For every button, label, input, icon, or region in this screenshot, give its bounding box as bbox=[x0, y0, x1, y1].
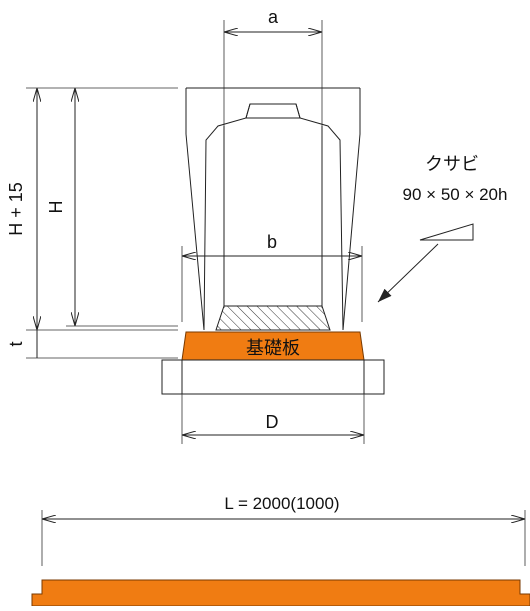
dimension-a: a bbox=[223, 7, 323, 308]
base-plate: 基礎板 bbox=[181, 331, 365, 361]
precast-block bbox=[185, 87, 361, 331]
wedge-size: 90 × 50 × 20h bbox=[403, 185, 508, 204]
label-base-plate: 基礎板 bbox=[246, 338, 300, 358]
wedge-icon bbox=[419, 223, 474, 241]
dimension-d: D bbox=[181, 394, 365, 444]
hatched-fill bbox=[215, 305, 331, 331]
wedge-callout: クサビ 90 × 50 × 20h bbox=[377, 154, 508, 303]
label-t: t bbox=[6, 341, 26, 346]
label-h: H bbox=[46, 201, 66, 214]
dimension-h15: H + 15 bbox=[6, 87, 178, 330]
dimension-t: t bbox=[6, 329, 178, 359]
base-plate-side-view bbox=[31, 579, 530, 607]
label-b: b bbox=[267, 232, 277, 252]
dimension-l: L = 2000(1000) bbox=[41, 494, 526, 566]
label-length: L = 2000(1000) bbox=[224, 494, 339, 513]
dimension-b: b bbox=[181, 232, 363, 322]
label-a: a bbox=[268, 7, 279, 27]
label-h15: H + 15 bbox=[6, 182, 26, 236]
foundation bbox=[161, 359, 385, 395]
wedge-name: クサビ bbox=[425, 154, 479, 174]
label-d: D bbox=[266, 412, 279, 432]
dimension-h: H bbox=[46, 88, 178, 327]
